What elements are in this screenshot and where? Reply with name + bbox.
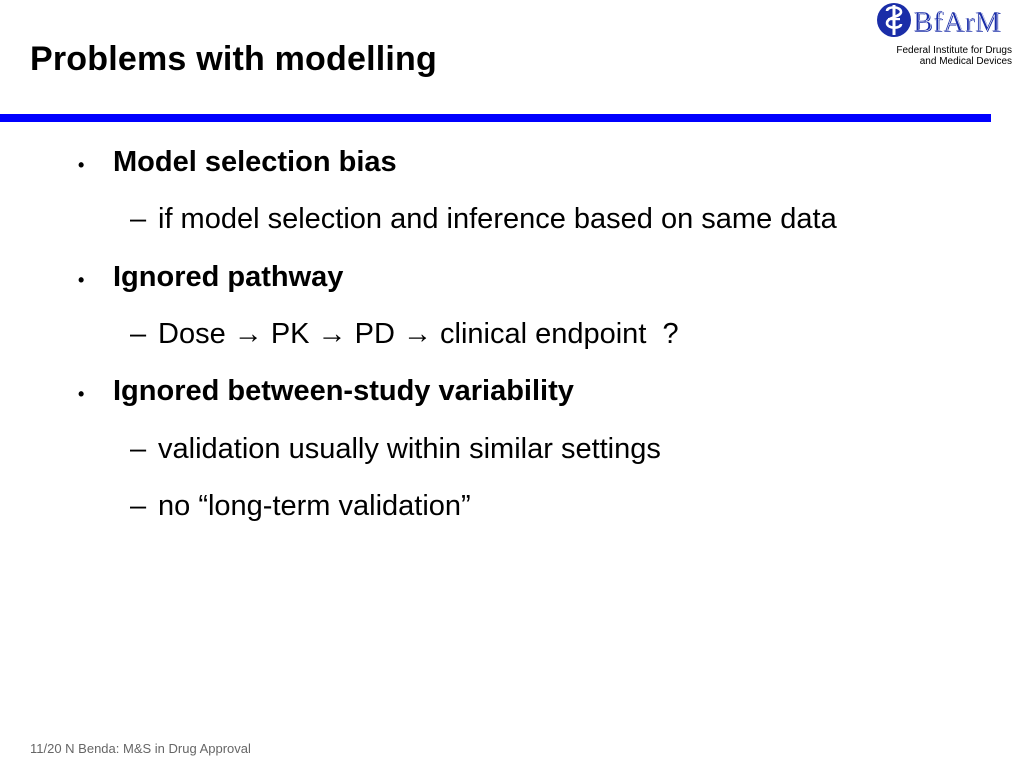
bullet-label: Ignored between-study variability — [113, 375, 574, 407]
bullet-label: Model selection bias — [113, 146, 397, 178]
dash-icon: – — [130, 433, 147, 465]
bullet-icon: • — [78, 155, 85, 175]
caduceus-logo-icon — [877, 3, 911, 37]
logo-wordmark: BfArM — [913, 6, 1001, 39]
sub-bullet-label: if model selection and inference based o… — [158, 203, 837, 235]
logo-subtitle: Federal Institute for Drugs and Medical … — [852, 45, 1012, 67]
dash-icon: – — [130, 203, 147, 235]
bullet-icon: • — [78, 384, 85, 404]
dash-icon: – — [130, 490, 147, 522]
sub-bullet-label: Dose → PK → PD → clinical endpoint ? — [158, 318, 679, 350]
bfarm-logo: BfArM Federal Institute for Drugs and Me… — [876, 2, 1018, 68]
slide-footer: 11/20 N Benda: M&S in Drug Approval — [30, 741, 251, 756]
slide-title: Problems with modelling — [30, 40, 437, 78]
sub-bullet-label: no “long-term validation” — [158, 490, 471, 522]
dash-icon: – — [130, 318, 147, 350]
bullet-label: Ignored pathway — [113, 261, 344, 293]
logo-subtitle-line2: and Medical Devices — [919, 56, 1012, 67]
bullet-icon: • — [78, 270, 85, 290]
title-divider — [0, 114, 991, 122]
logo-subtitle-line1: Federal Institute for Drugs — [896, 45, 1012, 56]
sub-bullet-label: validation usually within similar settin… — [158, 433, 661, 465]
